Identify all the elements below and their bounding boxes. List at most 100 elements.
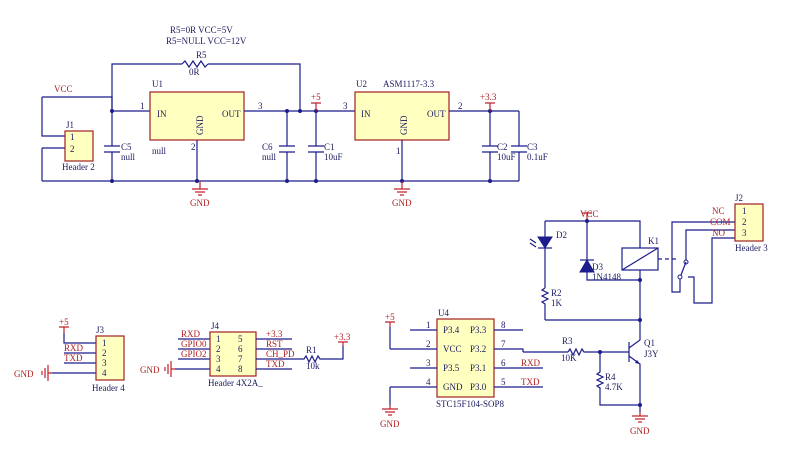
u2-gnd: GND bbox=[399, 115, 409, 135]
j4-left-3: GPIO2 bbox=[181, 349, 207, 359]
gnd-label: GND bbox=[140, 365, 160, 375]
ground-symbol: GND bbox=[380, 405, 400, 429]
j4-p7: 7 bbox=[238, 354, 243, 364]
u4-ref: U4 bbox=[438, 308, 449, 318]
u1-pin2: 2 bbox=[191, 142, 196, 152]
u2-part: ASM1117-3.3 bbox=[383, 79, 435, 89]
j4-p3: 3 bbox=[216, 354, 221, 364]
j1-header: J1 1 2 Header 2 bbox=[62, 120, 95, 172]
u4-part: STC15F104-SOP8 bbox=[436, 399, 505, 409]
k1-ref: K1 bbox=[648, 236, 659, 246]
u1-in: IN bbox=[157, 109, 167, 119]
p33-flag bbox=[485, 102, 495, 111]
u4-pin7: 7 bbox=[501, 339, 506, 349]
j3-rxd: RXD bbox=[64, 343, 84, 353]
junction-dot bbox=[638, 278, 642, 282]
u1-regulator: U1 IN OUT GND null bbox=[149, 79, 245, 156]
u4-l4: GND bbox=[443, 382, 463, 392]
j1-pin2: 2 bbox=[70, 144, 75, 154]
u4-pin6: 6 bbox=[501, 358, 506, 368]
vcc-relay-label: VCC bbox=[580, 209, 599, 219]
u4-l3: P3.5 bbox=[443, 363, 460, 373]
j3-pin3: 3 bbox=[102, 358, 107, 368]
r5-left-wire bbox=[111, 63, 182, 111]
d3-value: 1N4148 bbox=[592, 272, 621, 282]
j2-name: Header 3 bbox=[735, 243, 768, 253]
d3-ref: D3 bbox=[592, 262, 603, 272]
j3-pin2: 2 bbox=[102, 348, 107, 358]
p5-label-j3: +5 bbox=[59, 317, 69, 327]
r5-resistor bbox=[181, 59, 209, 69]
u4-pin1: 1 bbox=[426, 320, 431, 330]
p5-flag bbox=[59, 326, 69, 333]
gnd-label: GND bbox=[630, 426, 650, 436]
j2-header: J2 1 2 3 Header 3 bbox=[734, 193, 768, 253]
u4-r2: P3.2 bbox=[470, 344, 486, 354]
note-r5-null: R5=NULL VCC=12V bbox=[166, 36, 247, 46]
u4-pin4: 4 bbox=[426, 377, 431, 387]
j4-p4: 4 bbox=[216, 364, 221, 374]
j3-pin23-wires bbox=[64, 352, 96, 364]
j4-p5: 5 bbox=[238, 334, 243, 344]
note-r5-0r: R5=0R VCC=5V bbox=[170, 25, 233, 35]
j2-pin1: 1 bbox=[742, 206, 747, 216]
r5-right-wire bbox=[208, 63, 301, 111]
junction-dot bbox=[195, 179, 199, 183]
c1-value: 10uF bbox=[324, 152, 343, 162]
j4-right-4: TXD bbox=[266, 359, 285, 369]
u2-ref: U2 bbox=[356, 79, 367, 89]
vcc-relay-wire bbox=[545, 220, 641, 248]
c1-capacitor bbox=[308, 111, 324, 181]
j4-p1: 1 bbox=[216, 334, 221, 344]
j2-nc: NC bbox=[712, 206, 725, 216]
j4-left-2: GPIO0 bbox=[181, 339, 207, 349]
k1-relay-coil bbox=[621, 247, 659, 271]
gnd-label: GND bbox=[392, 198, 412, 208]
c6-ref: C6 bbox=[262, 142, 273, 152]
u1-pin1: 1 bbox=[140, 101, 145, 111]
p33-label: +3.3 bbox=[480, 92, 497, 102]
p5-flag bbox=[385, 321, 395, 327]
j2-pin2: 2 bbox=[742, 217, 747, 227]
ground-symbol: GND bbox=[392, 181, 412, 208]
c2-ref: C2 bbox=[497, 142, 508, 152]
j3-txd: TXD bbox=[64, 353, 83, 363]
u2-pin1: 1 bbox=[396, 146, 401, 156]
u4-txd: TXD bbox=[521, 377, 540, 387]
j1-name: Header 2 bbox=[62, 162, 95, 172]
gnd-label: GND bbox=[14, 369, 34, 379]
j3-pin1: 1 bbox=[102, 338, 107, 348]
ground-symbol: GND bbox=[630, 412, 650, 436]
k1-no-wire bbox=[688, 237, 735, 304]
j4-right-1: +3.3 bbox=[266, 329, 283, 339]
r4-value: 4.7K bbox=[605, 382, 623, 392]
j4-left-wires bbox=[178, 338, 210, 360]
c2-value: 10uF bbox=[497, 152, 516, 162]
j4-name: Header 4X2A_ bbox=[208, 378, 263, 388]
r1-value: 10k bbox=[306, 361, 320, 371]
p33-label-r1: +3.3 bbox=[334, 332, 351, 342]
u4-left-pins bbox=[390, 329, 437, 388]
p5-label-u4: +5 bbox=[385, 312, 395, 322]
c3-value: 0.1uF bbox=[527, 152, 548, 162]
u4-r1: P3.3 bbox=[470, 325, 487, 335]
ground-symbol: GND bbox=[140, 361, 175, 377]
u1-ref: U1 bbox=[152, 79, 163, 89]
junction-dot bbox=[488, 179, 492, 183]
j3-name: Header 4 bbox=[92, 383, 125, 393]
p33-flag bbox=[338, 341, 348, 346]
junction-dot bbox=[638, 403, 642, 407]
j1-ref: J1 bbox=[66, 120, 74, 130]
ground-symbol: GND bbox=[190, 181, 210, 208]
u4-mcu: U4 P3.4 VCC P3.5 GND P3.3 P3.2 P3.1 P3.0… bbox=[436, 308, 505, 409]
q1-ref: Q1 bbox=[644, 338, 655, 348]
j1-pin1-wire bbox=[41, 97, 65, 137]
c3-ref: C3 bbox=[527, 142, 538, 152]
r4-resistor bbox=[595, 352, 640, 406]
gnd-label: GND bbox=[380, 419, 400, 429]
ground-symbol: GND bbox=[14, 365, 52, 381]
u1-out: OUT bbox=[222, 109, 241, 119]
r1-ref: R1 bbox=[306, 345, 317, 355]
junction-dot bbox=[298, 109, 302, 113]
u4-l1: P3.4 bbox=[443, 325, 460, 335]
